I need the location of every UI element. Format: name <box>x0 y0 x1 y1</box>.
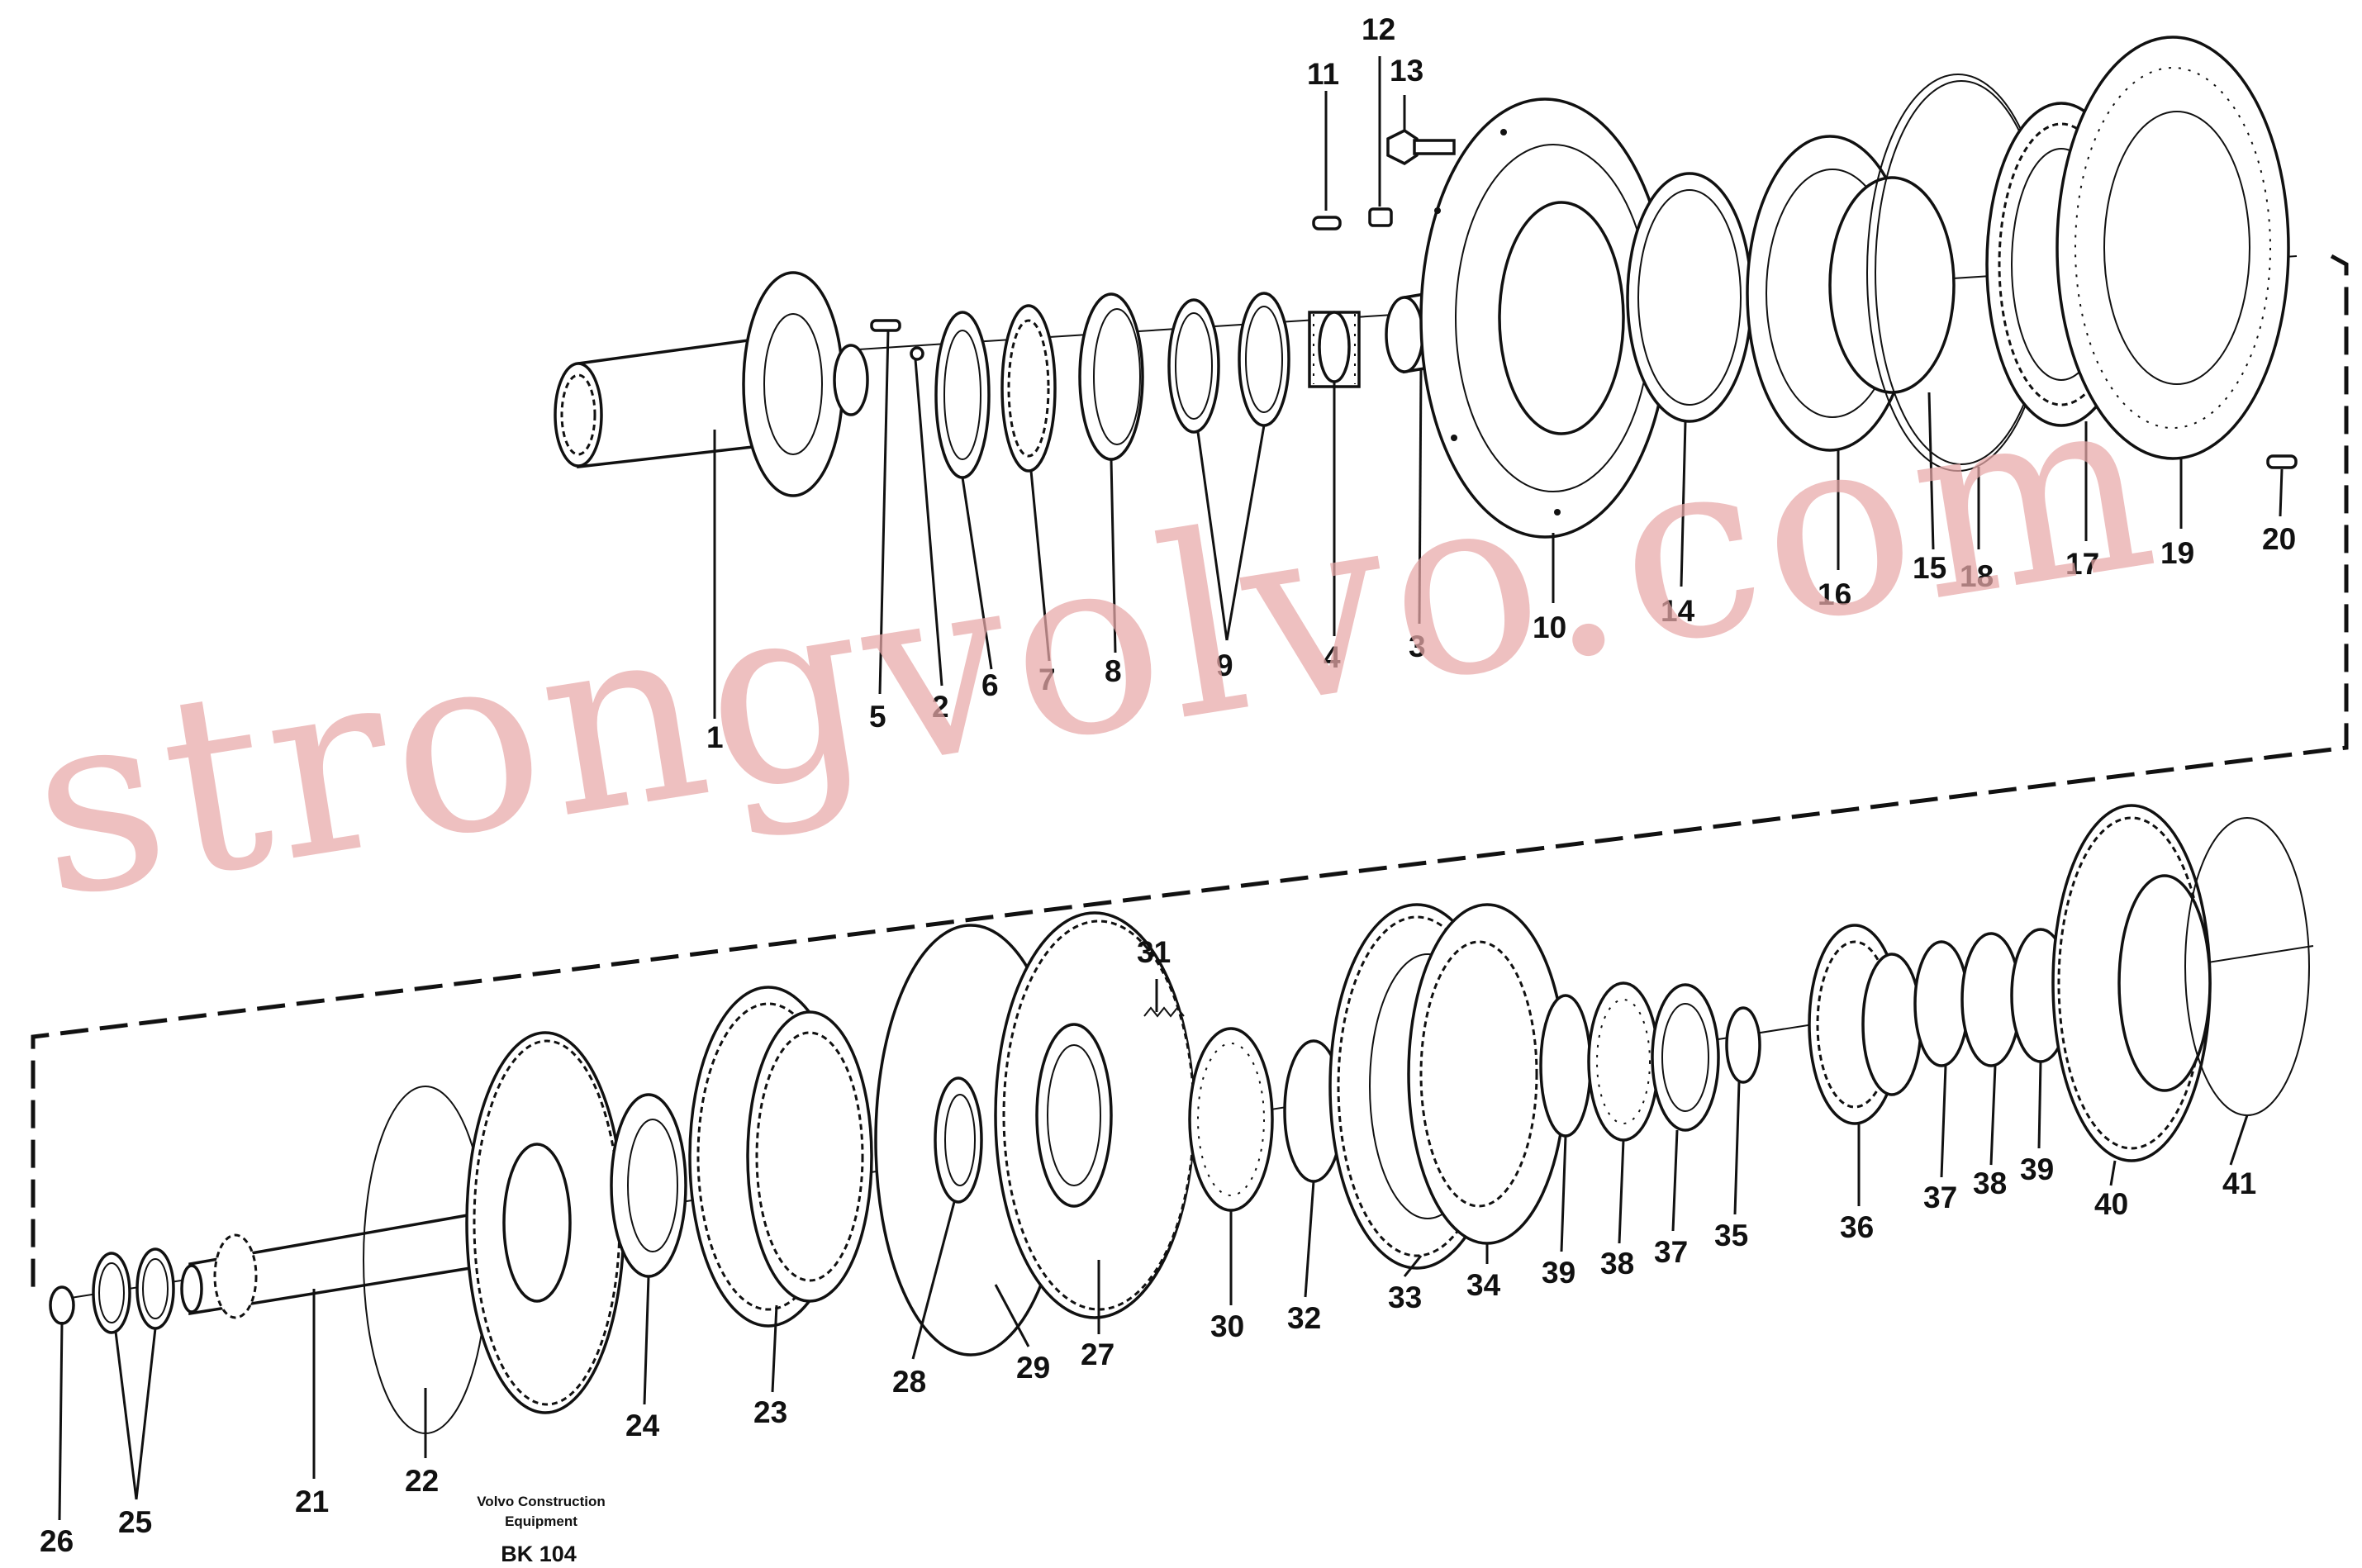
part-13-bolt <box>1386 128 1456 166</box>
callout-label: 8 <box>1105 654 1122 688</box>
connector-frame <box>31 254 2349 1297</box>
callout-label: 10 <box>1533 611 1566 644</box>
callout-label: 21 <box>295 1485 329 1518</box>
callout-label: 32 <box>1287 1301 1321 1335</box>
callout-label: 31 <box>1137 935 1171 969</box>
part-37-38-39-right <box>1913 928 2071 1067</box>
callout-label: 9 <box>1216 649 1233 682</box>
part-30-bearing <box>1188 1027 1274 1212</box>
callout-label: 26 <box>40 1524 74 1558</box>
callout-label: 29 <box>1016 1351 1050 1385</box>
part-40-gear <box>2051 804 2212 1162</box>
callout-label: 23 <box>753 1395 787 1429</box>
callout-label: 7 <box>1038 663 1056 696</box>
part-8-bearing-cup <box>1078 292 1144 461</box>
callout-label: 12 <box>1362 12 1395 46</box>
part-39-38-37-bearings <box>1539 981 1720 1142</box>
caption-code: BK 104 <box>501 1542 577 1566</box>
callout-label: 40 <box>2094 1187 2128 1221</box>
part-9-rings <box>1167 292 1290 434</box>
part-4-needle-bearing <box>1308 311 1361 388</box>
part-23-ring-gear <box>688 986 873 1328</box>
callout-label: 36 <box>1840 1210 1874 1244</box>
part-25-rings <box>92 1247 175 1334</box>
callout-label: 25 <box>118 1505 152 1539</box>
part-34-disc <box>1407 903 1567 1245</box>
callout-label: 11 <box>1307 57 1339 91</box>
callout-label: 24 <box>625 1409 660 1442</box>
part-31-spring <box>1143 1006 1185 1018</box>
callout-label: 39 <box>2020 1152 2054 1186</box>
part-21-shaft <box>180 1208 497 1319</box>
callout-label: 13 <box>1390 54 1423 88</box>
top-leader-lines <box>713 56 2284 719</box>
part-36-hub <box>1808 924 1922 1125</box>
part-24-bearing <box>610 1093 687 1278</box>
callout-label: 41 <box>2222 1166 2256 1200</box>
callout-label: 20 <box>2262 522 2296 556</box>
bottom-leader-lines <box>58 979 2249 1521</box>
callout-label: 28 <box>892 1365 926 1399</box>
part-gear-disc <box>465 1031 625 1414</box>
callout-label: 2 <box>932 690 949 724</box>
part-19-piston <box>2055 36 2290 460</box>
callout-label: 27 <box>1081 1338 1114 1371</box>
callout-label: 38 <box>1600 1247 1634 1281</box>
part-26-ring <box>49 1285 75 1325</box>
callout-label: 34 <box>1466 1268 1501 1302</box>
callout-label: 3 <box>1409 630 1426 663</box>
callout-label: 37 <box>1654 1235 1688 1269</box>
callout-label: 5 <box>869 700 886 734</box>
callout-label: 16 <box>1818 577 1851 611</box>
bottom-assembly <box>49 804 2314 1521</box>
part-6-ring <box>934 311 991 479</box>
callout-label: 30 <box>1210 1309 1244 1343</box>
callout-label: 6 <box>981 668 999 702</box>
part-7-bearing-ring <box>1000 304 1057 473</box>
caption-block: Volvo Construction Equipment BK 104 <box>477 1494 606 1566</box>
callout-label: 33 <box>1388 1281 1422 1314</box>
callout-label: 17 <box>2065 547 2099 581</box>
part-12-plug <box>1368 207 1393 227</box>
callout-label: 14 <box>1661 594 1695 628</box>
part-2-ball <box>910 346 924 361</box>
callout-label: 35 <box>1714 1219 1748 1252</box>
part-35-ring <box>1725 1006 1761 1084</box>
caption-line-2: Equipment <box>505 1513 577 1529</box>
callout-label: 4 <box>1324 640 1341 674</box>
part-11-pin <box>1312 216 1342 230</box>
part-5-pin <box>870 319 901 332</box>
part-10-housing <box>1419 97 1671 539</box>
bottom-callout-labels: 26 25 21 22 24 23 28 29 27 31 30 32 33 3… <box>40 935 2256 1558</box>
top-assembly <box>554 36 2298 719</box>
callout-label: 19 <box>2160 536 2194 570</box>
caption-line-1: Volvo Construction <box>477 1494 606 1509</box>
callout-label: 18 <box>1960 559 1994 593</box>
part-20-pin <box>2266 454 2298 469</box>
callout-label: 38 <box>1973 1166 2007 1200</box>
top-callout-labels: 1 5 2 6 7 8 9 4 3 10 11 12 13 14 16 15 1… <box>706 12 2296 754</box>
callout-label: 37 <box>1923 1181 1957 1214</box>
part-14-ring <box>1626 172 1753 423</box>
part-27-gear-disc <box>994 911 1195 1319</box>
callout-label: 15 <box>1913 551 1946 585</box>
callout-label: 1 <box>706 720 724 754</box>
callout-label: 22 <box>405 1464 439 1498</box>
callout-label: 39 <box>1542 1256 1575 1290</box>
part-1-shaft-flange <box>554 271 869 497</box>
